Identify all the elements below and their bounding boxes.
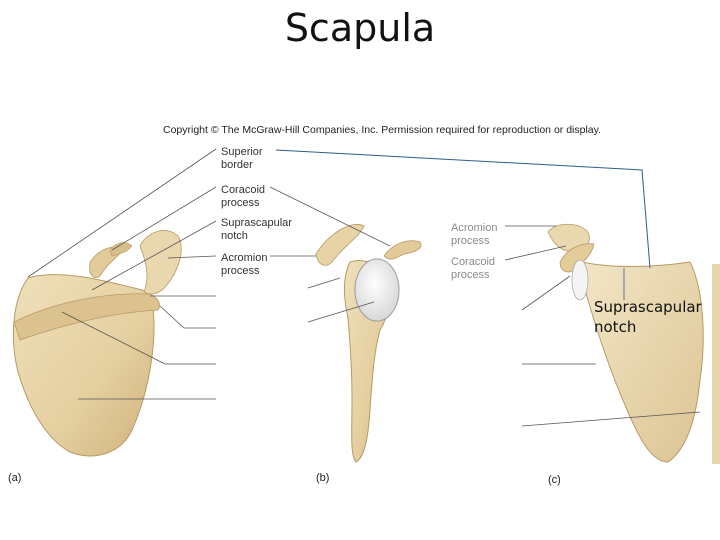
annotation-suprascapular-notch: Suprascapular notch	[594, 298, 702, 336]
label-suprascapular-notch-a: Suprascapular notch	[221, 217, 292, 242]
panel-letter-c: (c)	[548, 474, 561, 486]
panel-letter-a: (a)	[8, 472, 22, 484]
label-coracoid-process-c: Coracoid process	[451, 256, 496, 281]
label-acromion-process-c: Acromion process	[451, 222, 498, 247]
panel-letter-b: (b)	[316, 472, 330, 484]
coracoid-c	[559, 243, 595, 273]
leader-lines-c	[504, 225, 701, 427]
leader-lines-a	[27, 148, 217, 400]
coracoid-b	[383, 240, 422, 260]
label-acromion-process-a: Acromion process	[221, 252, 268, 277]
glenoid-cavity	[354, 258, 400, 322]
scapula-body-c	[581, 261, 704, 463]
label-superior-border: Superior border	[221, 146, 263, 171]
scapula-posterior-view	[12, 230, 182, 457]
slide-title: Scapula	[284, 6, 436, 50]
acromion-c	[547, 223, 590, 252]
scapular-spine-a	[13, 293, 160, 341]
annotation-line	[275, 149, 651, 269]
scapula-anterior-view	[547, 223, 720, 464]
glenoid-cavity-c	[571, 259, 589, 301]
scapula-lateral-view	[315, 224, 422, 463]
leader-lines-b	[269, 186, 391, 323]
acromion-a	[139, 230, 182, 295]
scapula-medial-edge-c	[712, 264, 720, 464]
label-coracoid-process-a: Coracoid process	[221, 184, 266, 209]
acromion-b	[315, 224, 365, 266]
copyright-notice: Copyright © The McGraw-Hill Companies, I…	[163, 124, 602, 136]
